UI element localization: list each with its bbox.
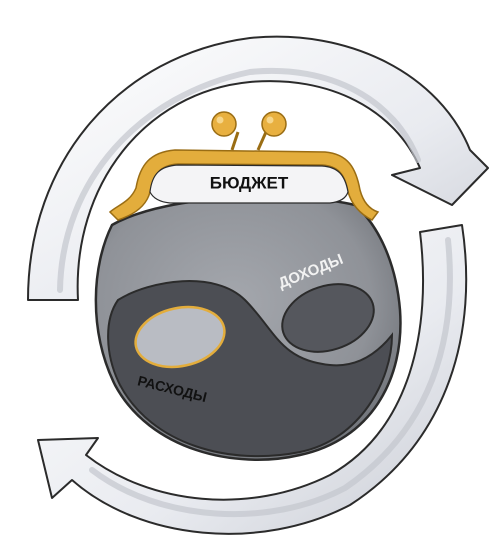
clasp-knobs [212,112,286,150]
coin-purse-icon [96,112,401,460]
budget-label: БЮДЖЕТ [210,173,289,192]
